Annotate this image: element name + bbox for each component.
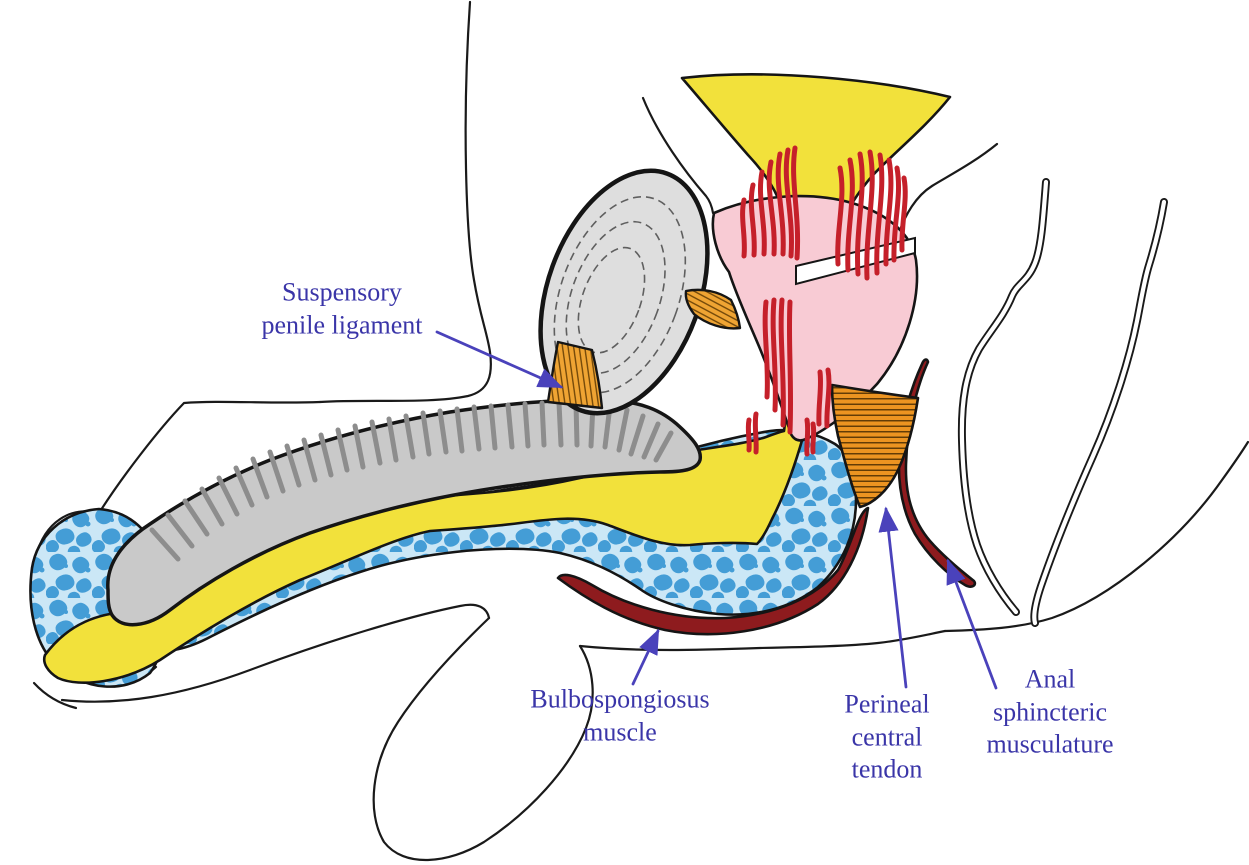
penis-ventral-skin-line	[60, 603, 491, 703]
cavernosum-body	[106, 398, 703, 627]
annotation-arrows	[435, 330, 998, 690]
perineal-central-tendon-shape	[830, 383, 920, 509]
rectum-posterior-wall-gap	[1032, 199, 1167, 626]
arrow-suspensory-ligament	[435, 330, 564, 389]
label-anal-sphincteric-musculature: Anal sphincteric musculature	[986, 663, 1113, 761]
label-line: tendon	[851, 754, 923, 784]
rectum-posterior-wall	[1030, 198, 1168, 627]
rectum-anterior-wall-gap	[959, 179, 1049, 615]
label-line: muscle	[583, 717, 657, 746]
label-line: central	[851, 721, 923, 751]
suspensory-penile-ligament-shape	[546, 340, 604, 410]
abdominal-wall-line	[318, 0, 492, 404]
striated-muscle-fibers	[740, 145, 908, 457]
label-perineal-central-tendon: Perineal central tendon	[844, 688, 929, 786]
puboprostatic-ligament-shape	[684, 288, 742, 330]
label-suspensory-penile-ligament: Suspensory penile ligament	[261, 277, 422, 342]
bulbospongiosus-muscle-shape	[556, 506, 870, 636]
buttock-contour	[943, 440, 1249, 633]
fibers-left-of-bladder-neck	[740, 145, 801, 261]
rectum-walls	[957, 178, 1168, 627]
orange-ligaments	[546, 288, 920, 509]
perineum-skin-line	[578, 629, 947, 652]
fibers-membranous-urethra	[745, 297, 832, 457]
arrow-bulbospongiosus	[631, 628, 660, 686]
arrow-perineal-tendon	[878, 506, 908, 689]
label-line: musculature	[986, 729, 1114, 759]
label-bulbospongiosus-muscle: Bulbospongiosus muscle	[530, 684, 709, 749]
cavernosum-ridges	[149, 400, 674, 562]
label-line: sphincteric	[992, 696, 1108, 726]
rectum-anterior-wall	[957, 178, 1050, 616]
label-line: Anal	[1024, 664, 1076, 694]
arrow-anal-sphincter	[946, 558, 998, 690]
label-line: Suspensory	[282, 277, 402, 307]
label-line: penile ligament	[261, 310, 423, 339]
retropubic-space-line	[641, 96, 715, 215]
label-line: Bulbospongiosus	[530, 684, 710, 714]
label-line: Perineal	[844, 689, 930, 719]
fibers-right-of-bladder-neck	[835, 149, 908, 281]
scrotum-outline	[372, 616, 594, 862]
corpus-cavernosum	[106, 398, 703, 627]
glans-skin-fold-line	[32, 681, 78, 710]
